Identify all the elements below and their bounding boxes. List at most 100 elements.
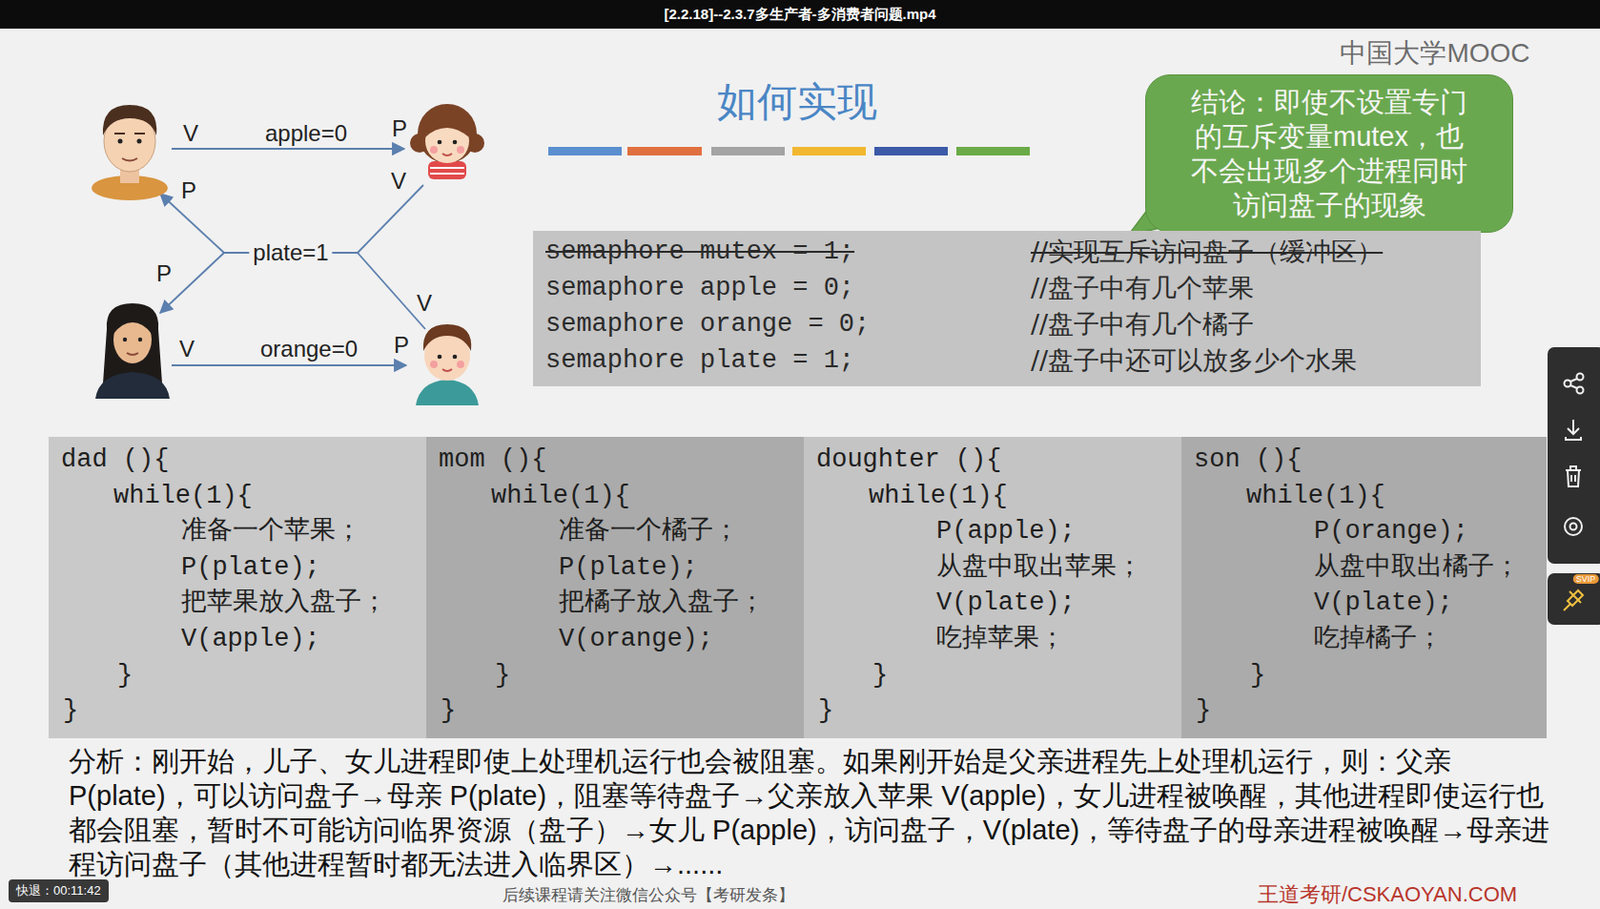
video-filename: [2.2.18]--2.3.7多生产者-多消费者问题.mp4 — [663, 5, 936, 24]
code-line: 准备一个苹果； — [181, 513, 362, 549]
code-comment: //盘子中还可以放多少个水果 — [1030, 343, 1357, 378]
apple-arrow — [171, 147, 405, 150]
mom-face — [113, 315, 152, 364]
operation-label: V — [416, 289, 432, 317]
son-cheek — [430, 360, 438, 369]
code-line: 从盘中取出橘子； — [1313, 550, 1520, 585]
color-bar — [711, 146, 785, 156]
orange-arrow — [171, 364, 407, 367]
son-shirt — [415, 379, 479, 406]
son-hair — [423, 324, 472, 351]
code-line: } — [494, 657, 511, 693]
semaphore-label: plate=1 — [248, 239, 332, 267]
code-line: V(apple); — [181, 621, 321, 657]
code-line: P(orange); — [1313, 513, 1469, 549]
toolbar-panel — [1547, 347, 1600, 564]
daughter-to-plate-line — [357, 184, 424, 253]
process-code-panel: dad (){while(1){准备一个苹果；P(plate);把苹果放入盘子；… — [48, 436, 427, 739]
daughter-mouth — [442, 153, 452, 156]
code-line: while(1){ — [491, 478, 631, 513]
son-figure — [415, 324, 479, 406]
code-line: semaphore plate = 1; — [545, 343, 855, 378]
mom-clothes — [95, 371, 170, 399]
toolbar-icons — [1564, 373, 1584, 536]
semaphore-label: apple=0 — [265, 120, 348, 147]
dad-eye — [118, 139, 124, 144]
code-line: V(plate); — [936, 585, 1076, 620]
dress-stripes — [430, 167, 465, 174]
semaphore-panel: semaphore mutex = 1; //实现互斥访问盘子（缓冲区） semap… — [533, 230, 1481, 387]
code-line: 准备一个橘子； — [558, 513, 739, 549]
share-icon — [1564, 380, 1572, 388]
daughter-dress — [428, 161, 467, 180]
son-eye — [452, 354, 458, 360]
code-comment: //实现互斥访问盘子（缓冲区） — [1030, 234, 1383, 269]
code-line: semaphore mutex = 1; — [545, 234, 855, 269]
callout-text: 结论：即使不设置专门的互斥变量mutex，也不会出现多个进程同时访问盘子的现象 — [1184, 84, 1475, 223]
delete-icon — [1565, 466, 1581, 487]
code-line: while(1){ — [113, 478, 253, 513]
operation-label: P — [181, 177, 197, 205]
daughter-bangs — [425, 118, 470, 138]
color-bar — [627, 146, 702, 156]
conclusion-callout: 结论：即使不设置专门的互斥变量mutex，也不会出现多个进程同时访问盘子的现象 — [1145, 74, 1514, 233]
color-bars — [548, 146, 1030, 156]
code-line: 把苹果放入盘子； — [181, 585, 388, 620]
dad-brows — [114, 132, 145, 135]
dad-figure — [91, 104, 168, 201]
svip-badge: SVIP — [1573, 574, 1600, 584]
process-code-panel: son (){while(1){P(orange);从盘中取出橘子；V(plat… — [1181, 436, 1547, 739]
code-line: V(orange); — [558, 621, 714, 657]
code-line: } — [818, 693, 834, 728]
code-line: } — [117, 657, 133, 693]
analysis-text: 分析：刚开始，儿子、女儿进程即使上处理机运行也会被阻塞。如果刚开始是父亲进程先上… — [68, 743, 1553, 882]
son-mouth — [442, 369, 452, 371]
operation-label: V — [390, 167, 407, 195]
target-icon — [1564, 517, 1582, 535]
player-toolbar — [1547, 347, 1600, 625]
code-line: P(plate); — [558, 550, 698, 585]
code-line: P(plate); — [181, 550, 321, 585]
code-line: } — [872, 657, 888, 693]
code-comment: //盘子中有几个橘子 — [1030, 307, 1254, 342]
daughter-cheek — [456, 145, 465, 154]
daughter-hair — [417, 103, 477, 164]
code-line: while(1){ — [868, 478, 1008, 513]
operation-label: P — [391, 115, 408, 143]
watermark: 中国大学MOOC — [1339, 35, 1530, 72]
son-eye — [437, 354, 443, 360]
code-comment: //盘子中有几个苹果 — [1030, 270, 1254, 306]
share-icon — [1570, 378, 1578, 389]
code-line: P(apple); — [936, 513, 1076, 549]
notice-text: 后续课程请关注微信公众号【考研发条】 — [502, 883, 795, 906]
mom-mouth — [126, 352, 139, 355]
daughter-face — [425, 119, 470, 164]
son-to-plate-line — [357, 252, 426, 329]
code-line: mom (){ — [438, 442, 547, 477]
color-bar — [548, 146, 622, 156]
semaphore-label: orange=0 — [260, 335, 358, 363]
operation-label: P — [393, 331, 410, 359]
code-line: while(1){ — [1246, 478, 1386, 513]
code-line: 从盘中取出苹果； — [936, 550, 1143, 585]
process-code-panel: doughter (){while(1){P(apple);从盘中取出苹果；V(… — [803, 436, 1182, 739]
dad-eye — [137, 139, 143, 144]
process-code-panel: mom (){while(1){准备一个橘子；P(plate);把橘子放入盘子；… — [426, 436, 804, 739]
operation-label: V — [179, 335, 195, 363]
slide-title: 如何实现 — [717, 75, 878, 129]
mom-eye — [138, 337, 143, 342]
download-icon — [1565, 419, 1581, 440]
code-line: V(plate); — [1313, 585, 1454, 620]
share-icon — [1577, 373, 1584, 381]
code-line: 吃掉苹果； — [936, 621, 1066, 657]
code-line: 吃掉橘子； — [1313, 621, 1443, 657]
color-bar — [956, 146, 1030, 156]
mom-hair — [102, 303, 163, 384]
site-watermark: 王道考研/CSKAOYAN.COM — [1257, 880, 1518, 909]
mom-eye — [123, 337, 127, 342]
share-icon — [1577, 387, 1584, 394]
code-line: } — [1195, 693, 1211, 728]
code-line: } — [1250, 657, 1266, 693]
code-line: 把橘子放入盘子； — [558, 585, 765, 620]
color-bar — [792, 146, 866, 156]
